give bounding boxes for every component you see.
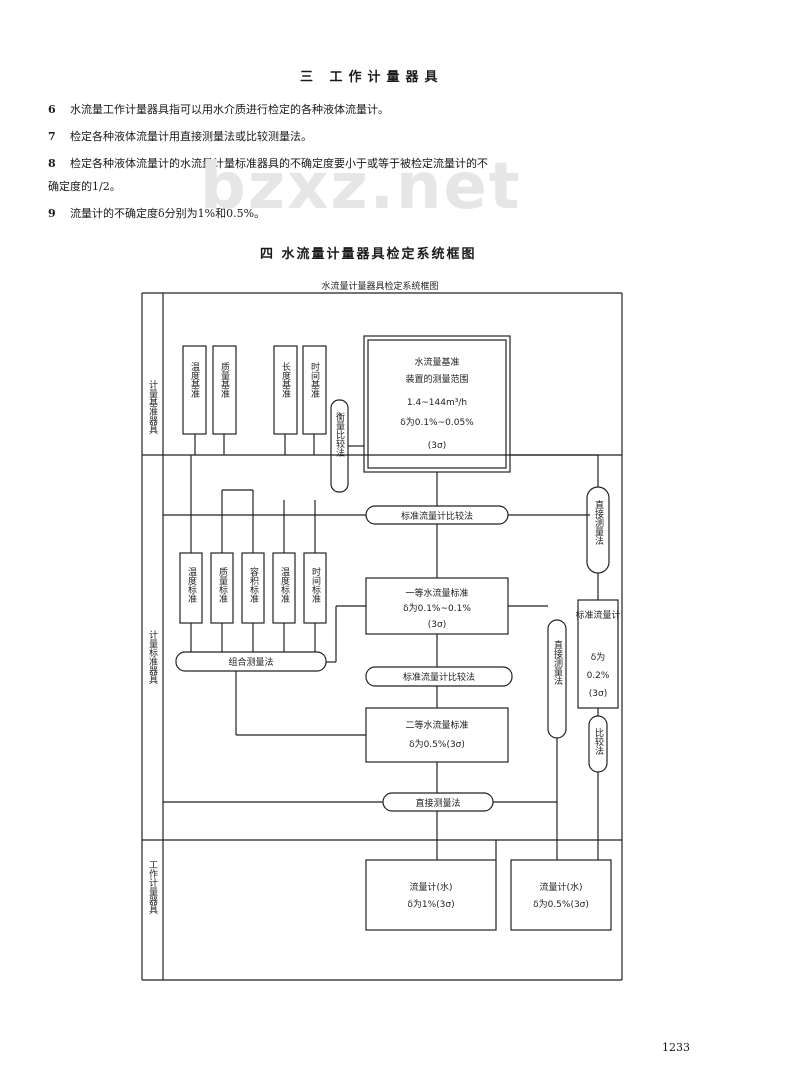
section-4-title: 四 水流量计量器具检定系统框图 — [260, 247, 477, 262]
work1-line1: 流量计(水) — [409, 881, 452, 893]
side-label-standard: 计量标准器具 — [147, 629, 158, 685]
primary-mass: 质量基准 — [219, 361, 230, 399]
std1-line1: 一等水流量标准 — [405, 587, 468, 599]
clause-number: 7 — [48, 130, 56, 143]
primary-temperature: 温度基准 — [189, 362, 200, 399]
clause-7: 7 检定各种液体流量计用直接测量法或比较测量法。 — [48, 130, 312, 144]
clause-text: 检定各种液体流量计用直接测量法或比较测量法。 — [70, 130, 312, 143]
clause-text: 水流量工作计量器具指可以用水介质进行检定的各种液体流量计。 — [70, 103, 389, 116]
clause-6: 6 水流量工作计量器具指可以用水介质进行检定的各种液体流量计。 — [48, 103, 389, 117]
primary-box-line5: (3σ) — [428, 441, 446, 451]
transfer-line3: 0.2% — [587, 671, 610, 681]
work2-line2: δ为0.5%(3σ) — [533, 898, 589, 910]
work1-line2: δ为1%(3σ) — [407, 898, 454, 910]
diagram-top-label: 水流量计量器具检定系统框图 — [321, 280, 438, 292]
work2-line1: 流量计(水) — [539, 881, 582, 893]
secondary-time: 时间标准 — [310, 566, 321, 604]
clause-8-cont: 确定度的1/2。 — [48, 180, 121, 194]
secondary-temperature: 温度标准 — [186, 567, 197, 604]
side-label-national: 计量基准器具 — [147, 379, 158, 435]
primary-box-line3: 1.4~144m³/h — [407, 398, 467, 408]
page-number: 1233 — [662, 1041, 690, 1054]
std1-line3: (3σ) — [428, 620, 446, 630]
compare-method-2: 标准流量计比较法 — [403, 671, 475, 683]
combo-method: 组合测量法 — [228, 656, 273, 668]
clause-text: 确定度的1/2。 — [48, 180, 121, 193]
secondary-volume: 容积标准 — [248, 566, 259, 604]
clause-number: 6 — [48, 103, 56, 116]
transfer-line4: (3σ) — [589, 689, 607, 699]
primary-box-line2: 装置的测量范围 — [405, 373, 468, 385]
watermark: bzxz.net — [200, 150, 522, 224]
direct-method-mid: 直接测量法 — [552, 639, 563, 686]
secondary-mass: 质量标准 — [217, 566, 228, 604]
section-3-title: 三 工作计量器具 — [300, 70, 444, 85]
clause-9: 9 流量计的不确定度δ分别为1%和0.5%。 — [48, 207, 265, 221]
clause-text: 流量计的不确定度δ分别为1%和0.5%。 — [70, 207, 266, 220]
compare-method-right: 比较法 — [593, 727, 604, 756]
clause-8: 8 检定各种液体流量计的水流量计量标准器具的不确定度要小于或等于被检定流量计的不 — [48, 157, 488, 171]
clause-number: 8 — [48, 157, 56, 170]
transfer-line2: δ为 — [591, 651, 606, 663]
primary-method: 衡量比较法 — [334, 411, 345, 458]
direct-method-bottom: 直接测量法 — [415, 797, 460, 809]
std1-line2: δ为0.1%~0.1% — [403, 602, 471, 614]
primary-length: 长度基准 — [280, 361, 291, 399]
transfer-line1: 标准流量计 — [575, 609, 620, 621]
primary-box-line1: 水流量基准 — [414, 356, 459, 368]
primary-time: 时间基准 — [309, 361, 320, 399]
clause-text: 检定各种液体流量计的水流量计量标准器具的不确定度要小于或等于被检定流量计的不 — [70, 157, 488, 170]
std2-line2: δ为0.5%(3σ) — [409, 738, 465, 750]
clause-number: 9 — [48, 207, 56, 220]
side-label-working: 工作计量器具 — [147, 860, 158, 915]
direct-method-right: 直接测量法 — [593, 499, 604, 546]
std2-line1: 二等水流量标准 — [405, 719, 468, 731]
compare-method-1: 标准流量计比较法 — [401, 510, 473, 522]
primary-box-line4: δ为0.1%~0.05% — [400, 416, 474, 428]
secondary-temperature-2: 温度标准 — [279, 567, 290, 604]
